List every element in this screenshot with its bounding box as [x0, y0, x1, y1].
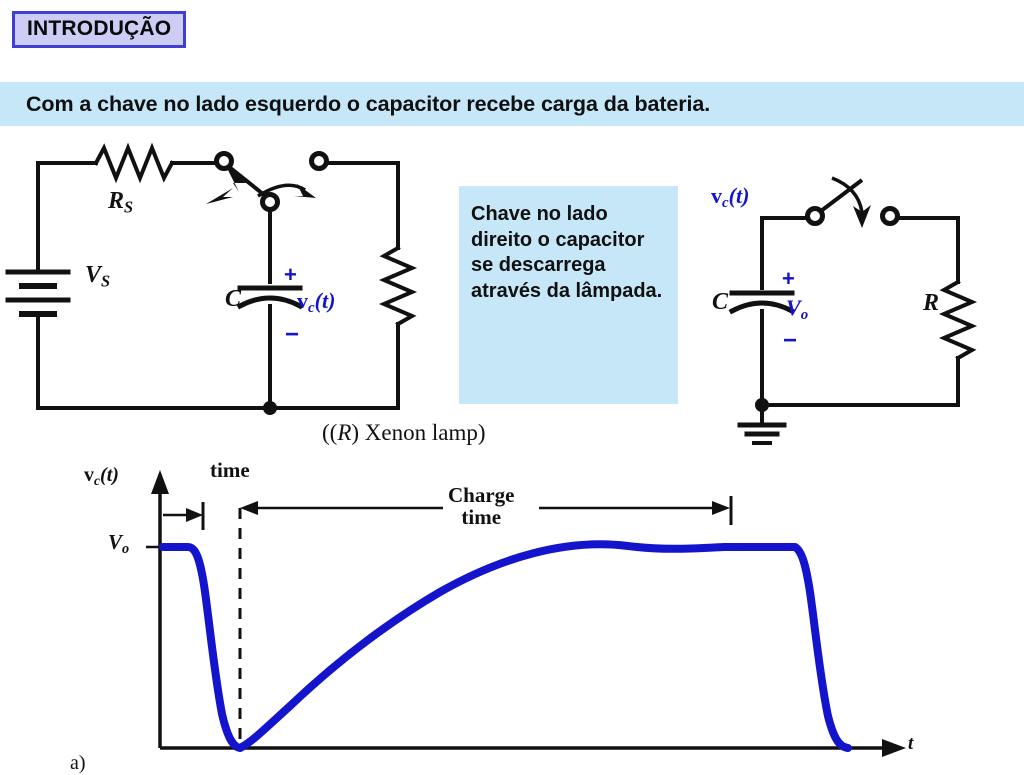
capacitor-minus-sign-left: − — [285, 321, 300, 348]
node-dot-right-circuit — [755, 398, 769, 412]
circuit-right-schematic — [728, 216, 978, 445]
chart-y-axis-label: vc(t) — [84, 464, 119, 488]
switch-blade-arrow-b — [206, 188, 233, 204]
xenon-lamp-resistor-symbol — [378, 245, 418, 327]
charge-measure-arrowhead-right — [712, 501, 730, 515]
chart-axes — [146, 470, 906, 757]
chart-vo-level-label: Vo — [108, 530, 130, 557]
switch-contact-right-b — [880, 206, 900, 226]
switch-contact-left-right — [309, 151, 329, 171]
switch-pivot-left — [260, 192, 280, 212]
discharge-measure-arrowhead — [186, 508, 203, 522]
slide-corner-mark: a) — [70, 752, 86, 774]
note-box: Chave no lado direito o capacitor se des… — [459, 186, 678, 404]
switch-blade-arrow-a — [226, 166, 246, 192]
chart-x-axis-label: t — [908, 733, 914, 754]
y-axis-arrowhead — [151, 470, 169, 494]
capacitor-voltage-label-left: vc(t) — [297, 288, 336, 317]
load-resistor-label: R — [923, 290, 940, 316]
chart-waveform — [159, 540, 852, 752]
capacitor2-plate-bottom — [728, 300, 796, 315]
switch-motion-arc-right — [831, 176, 864, 213]
capacitor-plate-bottom — [236, 295, 304, 310]
series-resistor-symbol — [93, 142, 175, 184]
subtitle-text: Com a chave no lado esquerdo o capacitor… — [26, 91, 711, 116]
capacitor-label-right: C — [712, 289, 729, 315]
note-box-text: Chave no lado direito o capacitor se des… — [471, 203, 663, 302]
subtitle-banner: Com a chave no lado esquerdo o capacitor… — [0, 82, 1024, 126]
circuit-left-schematic — [5, 142, 418, 410]
switch-blade-left — [225, 163, 271, 201]
capacitor-minus-sign-right: − — [783, 327, 798, 354]
switch-motion-arrowhead-right — [853, 205, 871, 228]
capacitor-label-left: C — [225, 286, 242, 312]
source-label: VS — [85, 262, 111, 291]
series-resistor-label: RS — [108, 188, 134, 217]
node-voltage-label-right: vc(t) — [711, 183, 750, 212]
x-axis-arrowhead — [882, 739, 906, 757]
switch-contact-right-a — [805, 206, 825, 226]
xenon-lamp-caption: ((R) Xenon lamp) — [322, 420, 486, 445]
node-dot-left-circuit — [263, 401, 277, 415]
switch-blade-right — [819, 178, 864, 213]
capacitor-plus-sign-left: + — [284, 262, 297, 287]
capacitor-voltage-curve — [159, 540, 852, 752]
capacitor-plus-sign-right: + — [782, 266, 795, 291]
switch-motion-arc — [257, 183, 306, 198]
load-resistor-symbol — [938, 279, 978, 361]
switch-motion-arrowhead — [294, 184, 316, 198]
charge-measure-arrowhead-left — [240, 501, 258, 515]
switch-contact-left-upper — [214, 151, 234, 171]
slide-title-badge: INTRODUÇÃO — [12, 11, 187, 49]
chart-discharge-time-label: time — [210, 458, 250, 482]
capacitor-voltage-label-right: Vo — [786, 295, 809, 324]
page-title: INTRODUÇÃO — [27, 17, 172, 40]
